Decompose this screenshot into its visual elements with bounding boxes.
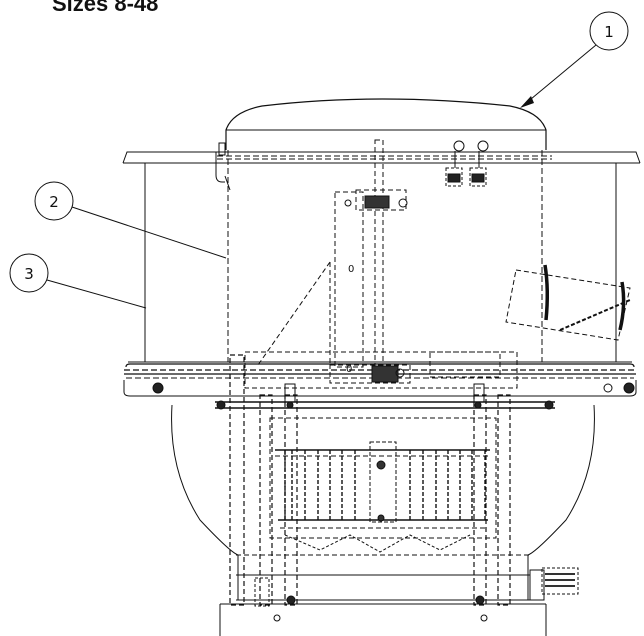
base-curb (219, 603, 547, 636)
lower-rim-bands (123, 361, 637, 397)
drawing-title: Sizes 8-48 (52, 0, 159, 16)
callout-1-number: 1 (604, 23, 614, 41)
callout-2-leader (71, 206, 227, 259)
fan-wheel (269, 417, 497, 553)
callout-2: 2 (34, 181, 227, 259)
callout-1-arrowhead (520, 96, 534, 108)
motor-clips (445, 140, 489, 187)
hood-dome (225, 98, 547, 150)
damper-assembly (505, 264, 631, 341)
motor-base (244, 351, 518, 389)
callout-2-circle (34, 181, 74, 221)
callout-1-circle (589, 11, 629, 51)
vertical-posts (229, 354, 511, 606)
venturi-bell (171, 404, 595, 601)
callout-3-leader (46, 279, 147, 309)
svg-text:0: 0 (348, 264, 354, 275)
side-connector (529, 567, 579, 601)
callout-3-circle (9, 253, 49, 293)
callout-1: 1 (520, 11, 629, 108)
callout-3: 3 (9, 253, 147, 309)
latch-left (215, 142, 231, 191)
callout-2-number: 2 (49, 193, 59, 211)
callout-1-leader (524, 44, 597, 105)
diagonal-strut: 0 0 (257, 261, 354, 375)
callout-3-number: 3 (24, 265, 34, 283)
motor-base-bracket (371, 365, 405, 383)
support-column (334, 139, 407, 371)
upper-hood-rim (122, 151, 641, 164)
outer-housing (144, 163, 617, 362)
bottom-bolts (254, 577, 485, 607)
support-bracket-top (344, 195, 408, 209)
inner-liner (227, 150, 543, 362)
